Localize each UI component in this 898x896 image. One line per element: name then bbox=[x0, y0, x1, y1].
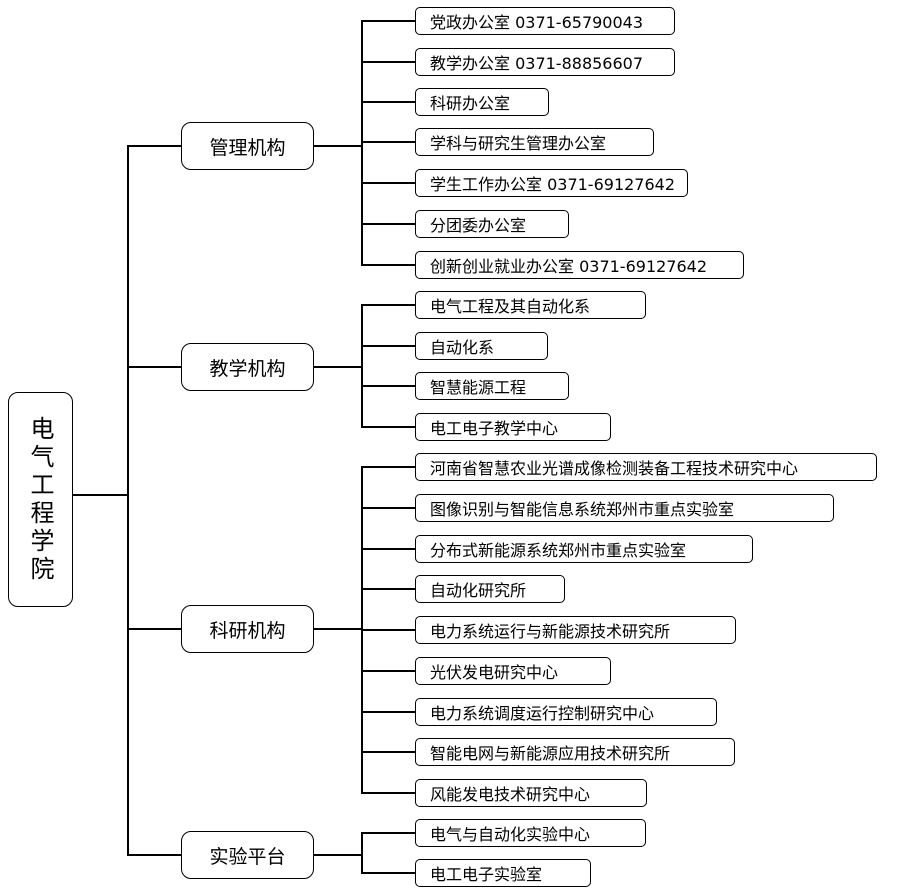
category-node: 实验平台 bbox=[181, 831, 314, 879]
category-connector bbox=[128, 145, 181, 147]
leaf-node: 自动化研究所 bbox=[415, 575, 565, 603]
leaf-node: 智慧能源工程 bbox=[415, 372, 569, 400]
leaf-node: 河南省智慧农业光谱成像检测装备工程技术研究中心 bbox=[415, 453, 877, 481]
leaf-node: 图像识别与智能信息系统郑州市重点实验室 bbox=[415, 494, 834, 522]
leaf-connector bbox=[362, 832, 415, 834]
category-node: 管理机构 bbox=[181, 122, 314, 170]
leaf-connector bbox=[362, 101, 415, 103]
sub-trunk-connector bbox=[314, 145, 362, 147]
sub-trunk-line bbox=[361, 832, 363, 874]
leaf-node: 电工电子实验室 bbox=[415, 859, 591, 887]
category-node: 科研机构 bbox=[181, 605, 314, 653]
sub-trunk-connector bbox=[314, 366, 362, 368]
leaf-node: 学科与研究生管理办公室 bbox=[415, 128, 654, 156]
sub-trunk-line bbox=[361, 20, 363, 266]
leaf-connector bbox=[362, 20, 415, 22]
leaf-connector bbox=[362, 670, 415, 672]
sub-trunk-line bbox=[361, 304, 363, 428]
leaf-node: 教学办公室 0371-88856607 bbox=[415, 48, 675, 76]
leaf-node: 光伏发电研究中心 bbox=[415, 657, 611, 685]
leaf-node: 创新创业就业办公室 0371-69127642 bbox=[415, 251, 744, 279]
leaf-connector bbox=[362, 141, 415, 143]
leaf-connector bbox=[362, 751, 415, 753]
leaf-connector bbox=[362, 223, 415, 225]
leaf-connector bbox=[362, 507, 415, 509]
leaf-connector bbox=[362, 385, 415, 387]
leaf-connector bbox=[362, 345, 415, 347]
leaf-connector bbox=[362, 182, 415, 184]
leaf-connector bbox=[362, 304, 415, 306]
leaf-node: 电力系统运行与新能源技术研究所 bbox=[415, 616, 736, 644]
leaf-connector bbox=[362, 792, 415, 794]
category-connector bbox=[128, 366, 181, 368]
leaf-node: 电气与自动化实验中心 bbox=[415, 819, 646, 847]
leaf-node: 党政办公室 0371-65790043 bbox=[415, 7, 675, 35]
leaf-connector bbox=[362, 466, 415, 468]
sub-trunk-connector bbox=[314, 854, 362, 856]
leaf-connector bbox=[362, 872, 415, 874]
root-node: 电气工程学院 bbox=[8, 392, 73, 607]
leaf-connector bbox=[362, 264, 415, 266]
leaf-node: 电力系统调度运行控制研究中心 bbox=[415, 698, 717, 726]
leaf-connector bbox=[362, 629, 415, 631]
leaf-node: 分团委办公室 bbox=[415, 210, 569, 238]
sub-trunk-connector bbox=[314, 628, 362, 630]
category-connector bbox=[128, 628, 181, 630]
leaf-connector bbox=[362, 426, 415, 428]
root-connector bbox=[73, 494, 128, 496]
leaf-connector bbox=[362, 588, 415, 590]
leaf-node: 智能电网与新能源应用技术研究所 bbox=[415, 738, 735, 766]
leaf-node: 学生工作办公室 0371-69127642 bbox=[415, 169, 688, 197]
leaf-node: 电气工程及其自动化系 bbox=[415, 291, 646, 319]
leaf-node: 分布式新能源系统郑州市重点实验室 bbox=[415, 535, 753, 563]
leaf-connector bbox=[362, 711, 415, 713]
leaf-node: 科研办公室 bbox=[415, 88, 549, 116]
category-node: 教学机构 bbox=[181, 343, 314, 391]
category-connector bbox=[128, 854, 181, 856]
leaf-node: 风能发电技术研究中心 bbox=[415, 779, 647, 807]
leaf-connector bbox=[362, 61, 415, 63]
sub-trunk-line bbox=[361, 466, 363, 794]
leaf-node: 电工电子教学中心 bbox=[415, 413, 611, 441]
leaf-node: 自动化系 bbox=[415, 332, 548, 360]
leaf-connector bbox=[362, 548, 415, 550]
main-trunk-line bbox=[127, 145, 129, 856]
root-label: 电气工程学院 bbox=[26, 415, 54, 584]
